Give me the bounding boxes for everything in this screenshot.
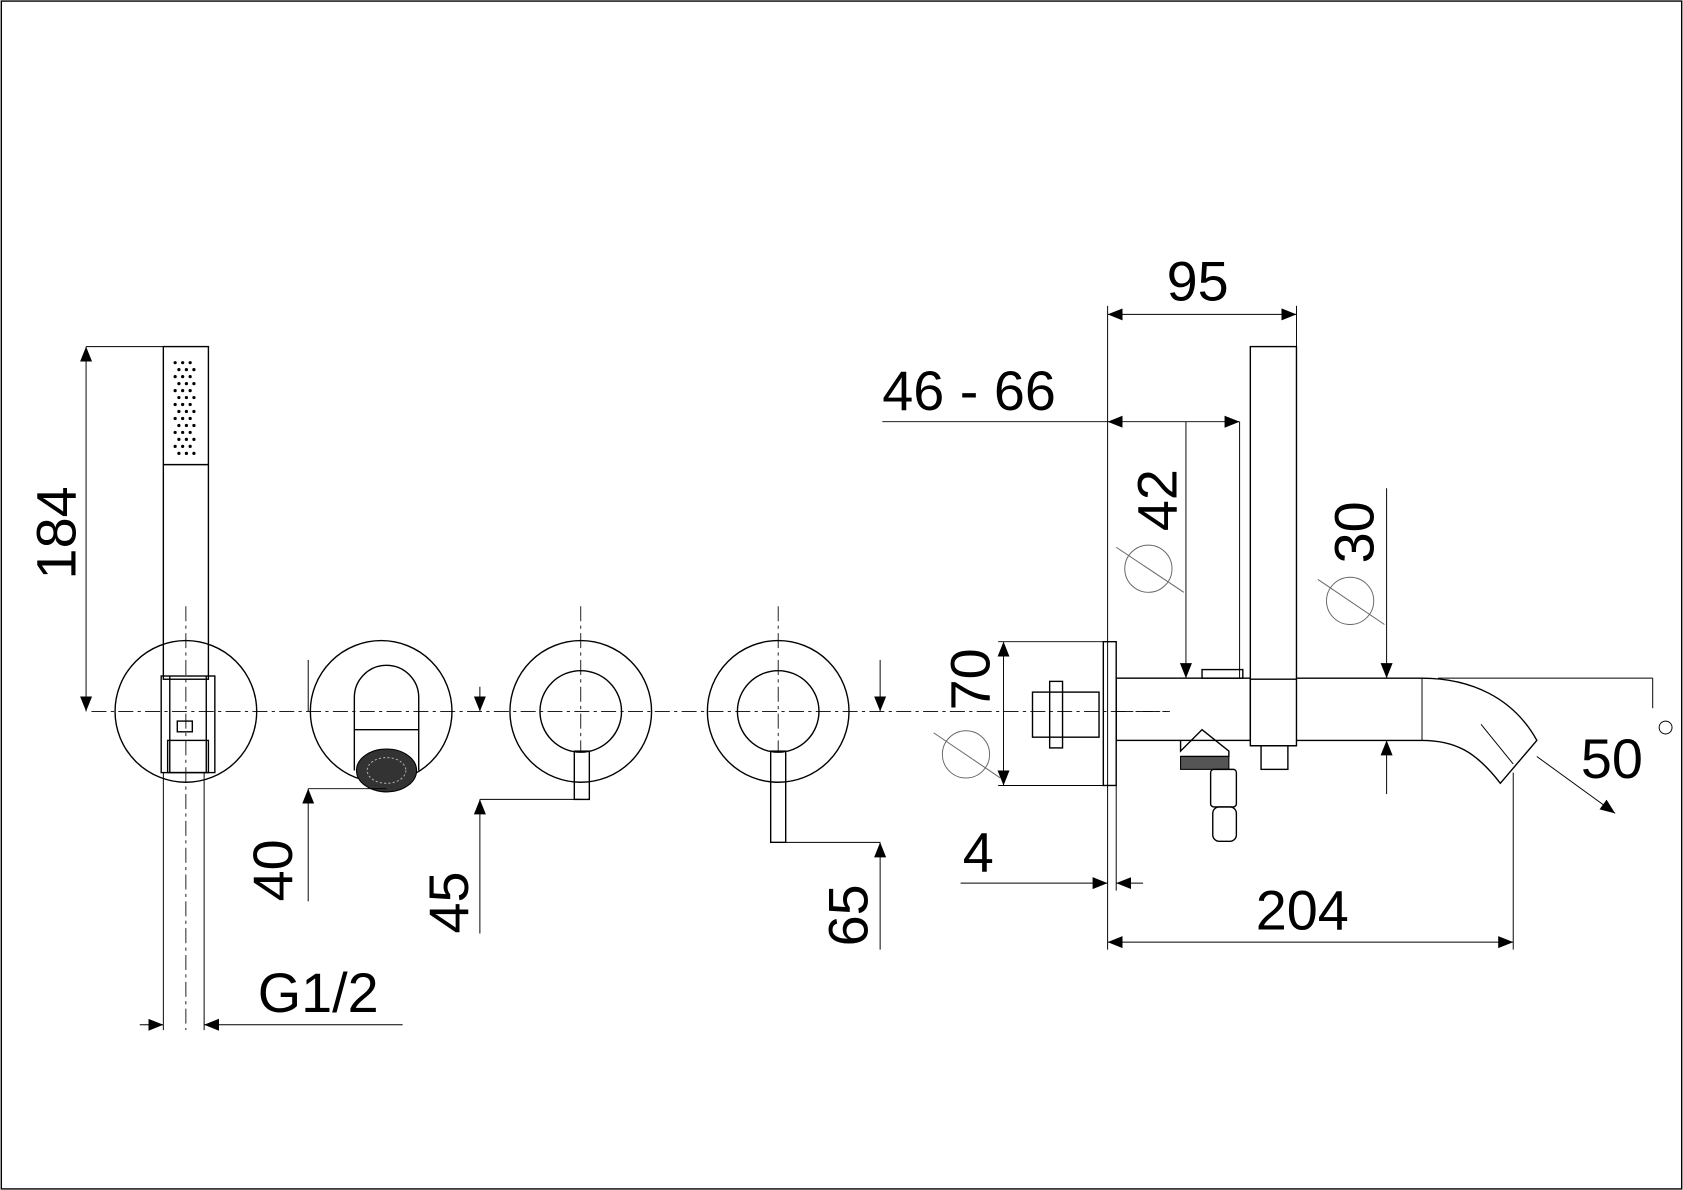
nozzle-dot [192,409,196,414]
dim-184-label: 184 [24,486,87,579]
dimension-42: 42 [1115,421,1192,679]
nozzle-dot [181,444,185,448]
nozzle-dot [184,395,189,400]
nozzle-dot [173,361,177,365]
dimension-g12: G1/2 [139,772,403,1031]
degree-symbol-icon [1658,720,1673,735]
dim-65-label: 65 [816,884,879,946]
dimension-46-66: 46 - 66 [882,359,1241,679]
dim-204-label: 204 [1256,878,1349,941]
hand-shower-front-view [91,345,1170,1031]
nozzle-dot [192,451,196,455]
diverter-front-view [509,606,653,801]
dimension-95: 95 [1107,249,1297,347]
nozzle-dot [173,388,177,393]
dimension-45: 45 [417,686,580,934]
dim-42-label: 42 [1125,469,1188,531]
nozzle-dot [177,382,181,386]
dim-46-66-label: 46 - 66 [882,359,1056,422]
dim-45-label: 45 [417,871,480,933]
nozzle-dot [184,423,189,428]
nozzle-dot [192,395,196,400]
dim-70-label: 70 [939,648,1002,710]
bath-mixer-side-view [1031,305,1538,950]
nozzle-dot [181,388,185,393]
nozzle-dot [192,382,196,386]
dimension-50-degree: 50 [1438,677,1673,814]
nozzle-dot [177,451,181,455]
nozzle-dot [188,416,192,421]
nozzle-dot [184,451,189,455]
diameter-symbol-icon [1326,576,1375,625]
dim-g12-label: G1/2 [258,961,379,1024]
dimension-4: 4 [960,785,1144,891]
nozzle-dot [188,430,192,435]
nozzle-dot [188,402,192,407]
nozzle-dot [177,395,181,400]
nozzle-dot [177,368,181,372]
dim-40-label: 40 [241,839,304,901]
dimension-40: 40 [241,659,387,901]
nozzle-dot [188,361,192,365]
dimension-70: 70 [933,641,1104,786]
nozzle-dot [173,430,177,435]
nozzle-dot [188,388,192,393]
dimension-65: 65 [785,659,887,950]
dim-30-label: 30 [1323,501,1386,563]
nozzle-dot [184,368,189,372]
wall-spout-front-view [309,639,453,793]
nozzle-dot [173,375,177,379]
dimension-30: 30 [1317,488,1393,795]
diameter-symbol-icon [1124,544,1173,593]
nozzle-dot [181,402,185,407]
nozzle-dot [181,361,185,365]
dim-95-label: 95 [1167,249,1229,312]
nozzle-dot [184,409,189,414]
nozzle-dot [192,437,196,442]
nozzle-dot [188,444,192,448]
diameter-symbol-icon [941,730,991,779]
nozzle-dot [188,375,192,379]
dimension-204: 204 [1107,772,1514,950]
nozzle-dot [173,402,177,407]
nozzle-dot [184,437,189,442]
nozzle-dot [192,423,196,428]
nozzle-dot [184,382,189,386]
nozzle-dot [173,444,177,448]
dim-4-label: 4 [963,820,994,883]
nozzle-dot [181,430,185,435]
nozzle-dot [192,368,196,372]
mixer-front-view [706,606,850,844]
nozzle-dot [181,416,185,421]
dimension-184: 184 [24,346,164,712]
nozzle-dot [177,437,181,442]
shower-nozzle-dots [173,361,196,455]
dim-50-label: 50 [1581,727,1643,790]
nozzle-dot [181,375,185,379]
nozzle-dot [177,423,181,428]
nozzle-dot [177,409,181,414]
nozzle-dot [173,416,177,421]
